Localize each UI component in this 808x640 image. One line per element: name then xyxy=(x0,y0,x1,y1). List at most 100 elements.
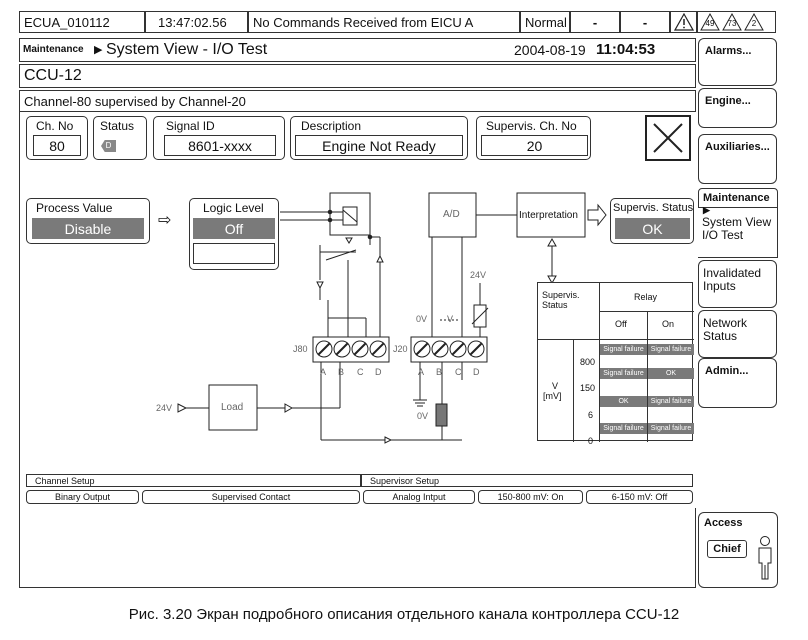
superv-status-panel: Supervis. Status OK xyxy=(610,198,694,244)
main-frame-bottom xyxy=(19,508,696,588)
pin-b: B xyxy=(338,367,345,377)
supply-24v-left-label: 24V xyxy=(156,403,173,413)
relay-cell: Signal failure xyxy=(648,344,694,355)
warning-icon[interactable] xyxy=(670,11,697,33)
logic-level-value: Off xyxy=(193,218,275,239)
description-panel: Description Engine Not Ready xyxy=(290,116,468,160)
figure-caption: Рис. 3.20 Экран подробного описания отде… xyxy=(128,606,680,623)
arrow-right-icon: ▶ xyxy=(703,205,710,215)
breadcrumb-arrow-icon: ▶ xyxy=(94,44,103,56)
relay-cell: OK xyxy=(600,396,647,407)
zero-volt-label: 0V xyxy=(416,314,428,324)
relay-cell: Signal failure xyxy=(648,423,694,434)
voltage-axis-label: V xyxy=(552,381,559,391)
relay-off-header: Off xyxy=(615,319,627,329)
user-icon xyxy=(758,536,772,580)
interpretation-label: Interpretation xyxy=(519,210,578,221)
signal-id-panel: Signal ID 8601-xxxx xyxy=(153,116,285,160)
superv-status-value: OK xyxy=(615,218,690,239)
access-label: Access xyxy=(704,517,743,529)
setup-output-type[interactable]: Binary Output xyxy=(26,490,139,504)
setup-range-high[interactable]: 150-800 mV: On xyxy=(478,490,583,504)
status-badge: D xyxy=(101,140,116,152)
process-value-label: Process Value xyxy=(36,201,113,215)
admin-menu-button[interactable]: Admin... xyxy=(698,358,777,408)
network-status-menu-item[interactable]: Network Status xyxy=(698,310,777,358)
status-label: Status xyxy=(100,119,135,133)
status-field-1: - xyxy=(570,11,620,33)
ch-no-value: 80 xyxy=(33,135,81,156)
io-schematic xyxy=(177,192,607,444)
relay-cell: Signal failure xyxy=(600,368,647,379)
alarm-counts[interactable]: 49 73 2 xyxy=(697,11,776,33)
ch-no-label: Ch. No xyxy=(36,119,74,133)
process-value: Disable xyxy=(32,218,144,239)
superv-ch-label: Supervis. Ch. No xyxy=(486,119,577,133)
superv-status-label: Supervis. Status xyxy=(613,202,694,214)
chief-button[interactable]: Chief xyxy=(707,540,747,558)
invalidated-inputs-menu-item[interactable]: Invalidated Inputs xyxy=(698,260,777,308)
maintenance-label: Maintenance xyxy=(703,192,770,204)
auxiliaries-menu-button[interactable]: Auxiliaries... xyxy=(698,134,777,184)
relay-cell: Signal failure xyxy=(600,423,647,434)
pin-c: C xyxy=(357,367,364,377)
signal-id-label: Signal ID xyxy=(166,119,215,133)
tick-6: 6 xyxy=(588,410,594,420)
relay-status-header: Supervis. Status xyxy=(542,290,580,310)
relay-on-header: On xyxy=(662,319,675,329)
channel-description: Channel-80 supervised by Channel-20 xyxy=(19,90,696,112)
volt-mark: V xyxy=(447,314,454,324)
close-button[interactable] xyxy=(645,115,691,161)
date: 2004-08-19 xyxy=(514,42,586,58)
mode-indicator: Normal xyxy=(520,11,570,33)
alarm-count-icon: 73 xyxy=(722,13,742,31)
pin-d: D xyxy=(473,367,480,377)
pin-d: D xyxy=(375,367,382,377)
relay-cell: Signal failure xyxy=(648,396,694,407)
logic-level-label: Logic Level xyxy=(203,201,264,215)
controller-name: CCU-12 xyxy=(19,64,696,88)
main-frame-left xyxy=(19,112,20,588)
tick-0: 0 xyxy=(588,436,594,446)
relay-header: Relay xyxy=(634,292,658,302)
status-panel: Status D xyxy=(93,116,147,160)
flow-arrow-icon: ⇨ xyxy=(158,212,172,229)
alarm-count-icon: 2 xyxy=(744,13,764,31)
access-panel: Access Chief xyxy=(698,512,778,588)
status-time: 13:47:02.56 xyxy=(145,11,248,33)
relay-cell: OK xyxy=(648,368,694,379)
section-label: Maintenance xyxy=(23,44,84,55)
zero-volt-label-2: 0V xyxy=(417,411,429,421)
engine-menu-button[interactable]: Engine... xyxy=(698,88,777,128)
load-label: Load xyxy=(221,402,244,413)
setup-range-low[interactable]: 6-150 mV: Off xyxy=(586,490,693,504)
system-view-menu-item[interactable]: System View I/O Test xyxy=(698,208,778,258)
superv-ch-value: 20 xyxy=(481,135,588,156)
pin-a: A xyxy=(418,367,425,377)
ad-label: A/D xyxy=(443,209,460,220)
j20-label: J20 xyxy=(393,344,408,354)
logic-level-panel: Logic Level Off xyxy=(189,198,279,270)
unit-id: ECUA_010112 xyxy=(19,11,145,33)
channel-setup-header: Channel Setup xyxy=(26,474,361,487)
close-icon xyxy=(653,123,683,153)
description-label: Description xyxy=(301,119,362,133)
signal-id-value: 8601-xxxx xyxy=(164,135,276,156)
pin-a: A xyxy=(320,367,327,377)
supervisor-setup-header: Supervisor Setup xyxy=(361,474,693,487)
relay-table: Supervis. Status Relay Off On V [mV] 800… xyxy=(537,282,694,446)
maintenance-menu-header[interactable]: Maintenance ▶ xyxy=(698,188,778,215)
setup-input-type[interactable]: Analog Intput xyxy=(363,490,475,504)
page-title: System View - I/O Test xyxy=(106,41,268,58)
superv-ch-panel: Supervis. Ch. No 20 xyxy=(476,116,591,160)
setup-contact-type[interactable]: Supervised Contact xyxy=(142,490,360,504)
supply-24v-label: 24V xyxy=(470,270,487,280)
ch-no-panel: Ch. No 80 xyxy=(26,116,88,160)
description-value: Engine Not Ready xyxy=(295,135,463,156)
alarm-count-icon: 49 xyxy=(700,13,720,31)
alarms-menu-button[interactable]: Alarms... xyxy=(698,38,777,86)
tick-800: 800 xyxy=(580,357,596,367)
j80-label: J80 xyxy=(293,344,308,354)
title-bar: Maintenance ▶ System View - I/O Test 200… xyxy=(19,38,696,62)
process-value-panel: Process Value Disable xyxy=(26,198,150,244)
